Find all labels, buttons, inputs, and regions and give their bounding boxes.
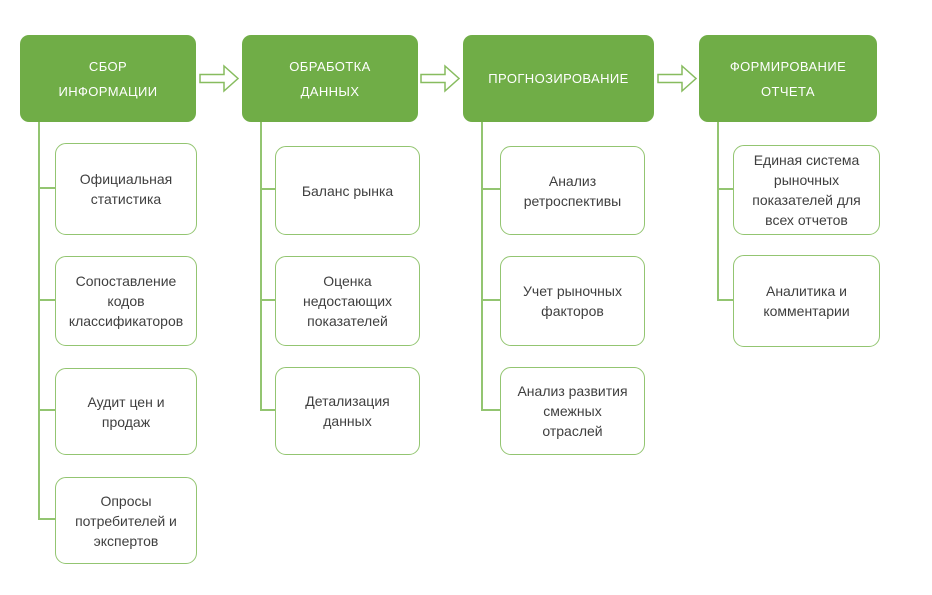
- item-consumer-expert-surveys: Опросы потребителей и экспертов: [55, 477, 197, 564]
- item-classifier-codes-mapping: Сопоставление кодов классификаторов: [55, 256, 197, 346]
- item-label-missing-indicators-estimation: Оценка недостающих показателей: [302, 273, 393, 329]
- stage-forecasting: ПРОГНОЗИРОВАНИЕ: [463, 35, 654, 122]
- stage-label-data-processing: ОБРАБОТКА ДАННЫХ: [289, 58, 371, 99]
- stage-data-collection: СБОР ИНФОРМАЦИИ: [20, 35, 196, 122]
- item-retrospective-analysis: Анализ ретроспективы: [500, 146, 645, 235]
- connector-branch-1-1: [38, 187, 55, 189]
- connector-branch-1-2: [38, 299, 55, 301]
- stage-label-data-collection: СБОР ИНФОРМАЦИИ: [58, 58, 158, 99]
- connector-branch-2-2: [260, 299, 275, 301]
- item-label-retrospective-analysis: Анализ ретроспективы: [523, 172, 622, 209]
- connector-branch-3-1: [481, 188, 500, 190]
- item-official-statistics: Официальная статистика: [55, 143, 197, 235]
- connector-trunk-3: [481, 122, 483, 411]
- item-label-unified-indicator-system: Единая система рыночных показателей для …: [752, 152, 861, 228]
- connector-branch-4-1: [717, 188, 733, 190]
- item-data-detailing: Детализация данных: [275, 367, 420, 455]
- connector-branch-2-1: [260, 188, 275, 190]
- item-missing-indicators-estimation: Оценка недостающих показателей: [275, 256, 420, 346]
- item-analytics-comments: Аналитика и комментарии: [733, 255, 880, 347]
- item-label-market-balance: Баланс рынка: [301, 182, 394, 199]
- item-unified-indicator-system: Единая система рыночных показателей для …: [733, 145, 880, 235]
- item-market-factors: Учет рыночных факторов: [500, 256, 645, 346]
- connector-trunk-1: [38, 122, 40, 520]
- connector-trunk-4: [717, 122, 719, 301]
- stage-report-generation: ФОРМИРОВАНИЕ ОТЧЕТА: [699, 35, 877, 122]
- item-adjacent-industries-analysis: Анализ развития смежных отраслей: [500, 367, 645, 455]
- item-label-data-detailing: Детализация данных: [305, 393, 390, 429]
- arrow-right-icon-1: [199, 64, 239, 93]
- stage-label-forecasting: ПРОГНОЗИРОВАНИЕ: [488, 71, 629, 86]
- item-label-consumer-expert-surveys: Опросы потребителей и экспертов: [75, 492, 177, 549]
- item-label-classifier-codes-mapping: Сопоставление кодов классификаторов: [68, 273, 184, 329]
- connector-branch-4-2: [717, 299, 733, 301]
- item-market-balance: Баланс рынка: [275, 146, 420, 235]
- connector-branch-3-2: [481, 299, 500, 301]
- item-label-market-factors: Учет рыночных факторов: [523, 283, 622, 319]
- connector-branch-2-3: [260, 409, 275, 411]
- stage-data-processing: ОБРАБОТКА ДАННЫХ: [242, 35, 418, 122]
- connector-branch-1-4: [38, 518, 55, 520]
- connector-branch-1-3: [38, 409, 55, 411]
- arrow-right-icon-3: [657, 64, 697, 93]
- item-price-sales-audit: Аудит цен и продаж: [55, 368, 197, 455]
- item-label-official-statistics: Официальная статистика: [79, 171, 173, 207]
- arrow-right-icon-2: [420, 64, 460, 93]
- connector-branch-3-3: [481, 409, 500, 411]
- item-label-price-sales-audit: Аудит цен и продаж: [87, 393, 165, 430]
- stage-label-report-generation: ФОРМИРОВАНИЕ ОТЧЕТА: [729, 58, 847, 99]
- connector-trunk-2: [260, 122, 262, 411]
- item-label-analytics-comments: Аналитика и комментарии: [763, 283, 850, 319]
- item-label-adjacent-industries-analysis: Анализ развития смежных отраслей: [517, 383, 628, 439]
